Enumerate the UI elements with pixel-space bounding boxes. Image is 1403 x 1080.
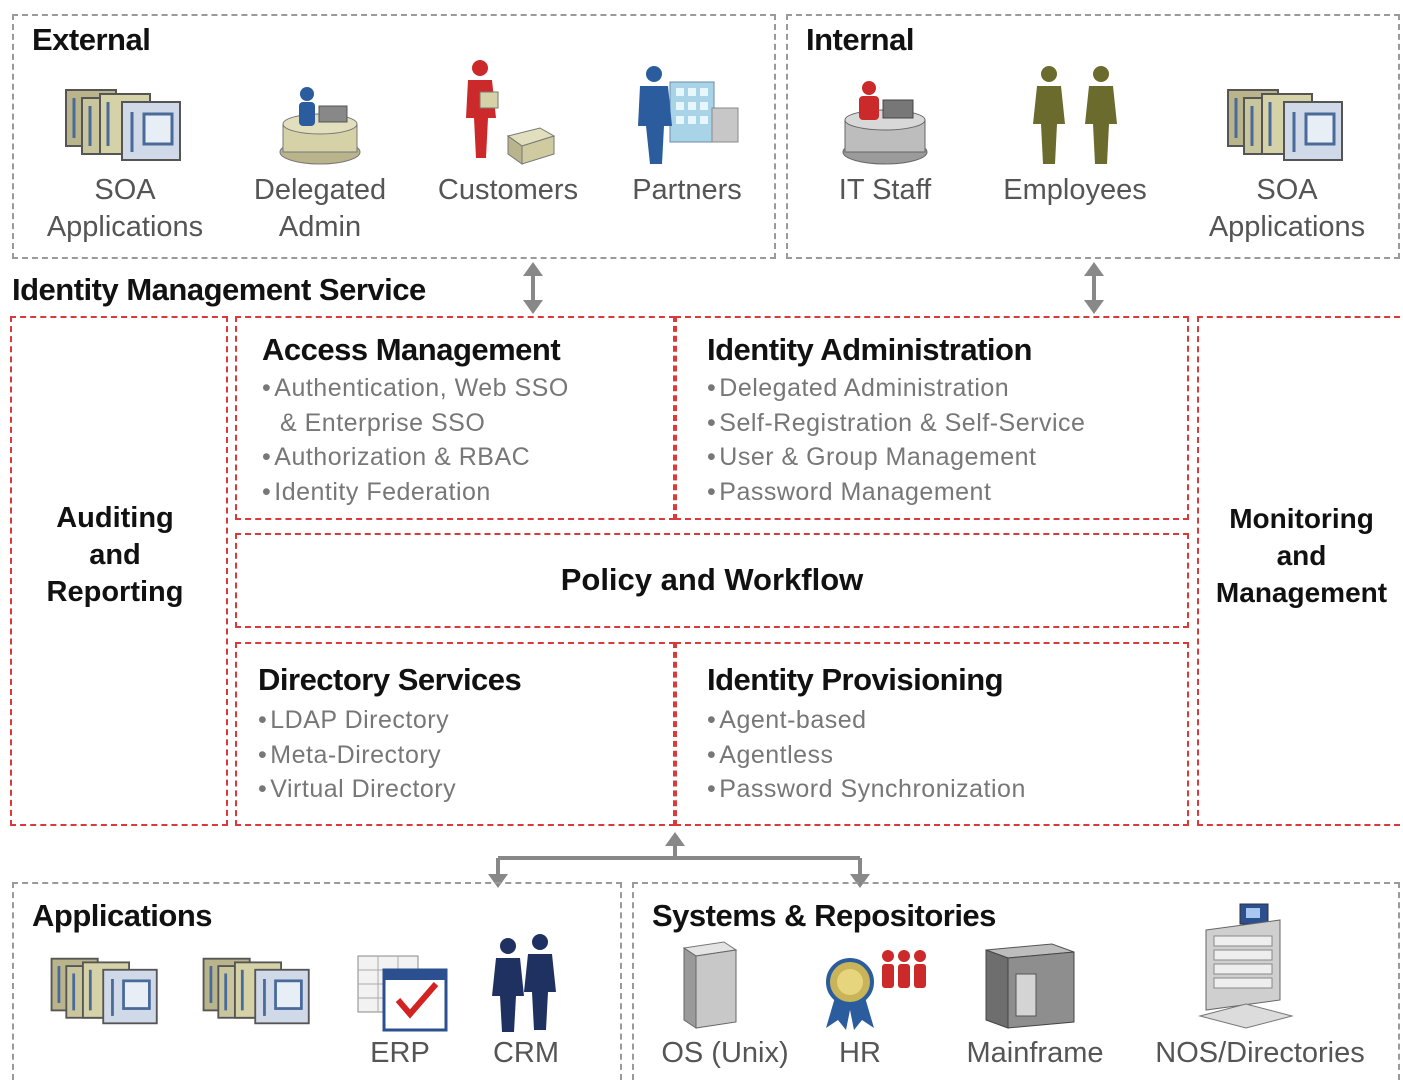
it-staff-icon	[842, 81, 928, 165]
systems-repositories-group	[632, 882, 1400, 1080]
external-soa-label-1: SOA	[94, 174, 156, 206]
internal-soa-label-1: SOA	[1256, 174, 1318, 206]
mainframe-icon	[985, 943, 1075, 1029]
external-soa-label-2: Applications	[46, 211, 204, 243]
identity-provisioning-panel	[675, 642, 1189, 826]
bullet-item: User & Group Management	[707, 440, 1085, 475]
external-title: External	[32, 22, 151, 57]
bullet-item: LDAP Directory	[258, 703, 456, 738]
os-unix-server-icon	[682, 941, 738, 1029]
erp-label: ERP	[370, 1037, 430, 1069]
customers-label: Customers	[437, 174, 579, 206]
auditing-reporting-panel	[10, 316, 228, 826]
crm-icon	[492, 934, 556, 1032]
directory-services-title: Directory Services	[258, 662, 522, 697]
directory-services-bullets: LDAP Directory Meta-Directory Virtual Di…	[258, 703, 456, 807]
delegated-admin-icon	[279, 87, 361, 165]
internal-employees: Employees	[985, 64, 1165, 209]
partners-label: Partners	[632, 174, 742, 206]
bullet-item: Identity Federation	[262, 475, 569, 510]
monitoring-line-2: and	[1276, 540, 1327, 571]
applications-title: Applications	[32, 898, 213, 933]
monitoring-line-1: Monitoring	[1229, 503, 1374, 534]
delegated-admin-label-2: Admin	[278, 211, 362, 243]
partners-icon	[638, 66, 739, 164]
internal-it-staff: IT Staff	[815, 78, 955, 209]
policy-workflow-title: Policy and Workflow	[560, 562, 864, 597]
external-delegated-admin: Delegated Admin	[240, 84, 400, 246]
bullet-item: Authentication, Web SSO	[262, 371, 569, 406]
access-management-bullets: Authentication, Web SSO & Enterprise SSO…	[262, 371, 569, 509]
internal-group	[786, 14, 1400, 259]
access-management-title: Access Management	[262, 332, 561, 367]
bullet-item: Self-Registration & Self-Service	[707, 406, 1085, 441]
delegated-admin-label-1: Delegated	[253, 174, 387, 206]
internal-soa-label-2: Applications	[1208, 211, 1366, 243]
external-soa-applications: SOA Applications	[30, 84, 220, 246]
bullet-item: Password Management	[707, 475, 1085, 510]
monitoring-management-panel	[1197, 316, 1400, 826]
applications-group	[12, 882, 622, 1080]
identity-provisioning-title: Identity Provisioning	[707, 662, 1004, 697]
hr-label: HR	[839, 1037, 881, 1069]
mainframe-label: Mainframe	[966, 1037, 1104, 1069]
external-group	[12, 14, 776, 259]
bullet-item-continued: & Enterprise SSO	[280, 408, 486, 437]
internal-soa-applications: SOA Applications	[1192, 84, 1382, 246]
bullet-item: Delegated Administration	[707, 371, 1085, 406]
external-customers: Customers	[418, 58, 598, 209]
access-management-panel	[235, 316, 675, 520]
erp-icon	[357, 955, 448, 1032]
hr-award-icon	[826, 950, 926, 1030]
bullet-item: Agent-based	[707, 703, 1026, 738]
auditing-reporting-label: Auditing and Reporting	[10, 500, 220, 611]
bullet-item: Meta-Directory	[258, 738, 456, 773]
employees-icon	[1033, 66, 1117, 164]
auditing-line-2: and	[89, 539, 141, 571]
it-staff-label: IT Staff	[838, 174, 932, 206]
identity-administration-bullets: Delegated Administration Self-Registrati…	[707, 371, 1085, 509]
service-title: Identity Management Service	[12, 272, 426, 307]
nos-directories-label: NOS/Directories	[1155, 1037, 1365, 1069]
soa-applications-icon	[65, 89, 181, 161]
nos-directories-icon	[1198, 903, 1294, 1029]
identity-administration-title: Identity Administration	[707, 332, 1032, 367]
monitoring-management-label: Monitoring and Management	[1203, 500, 1400, 611]
soa-applications-icon	[1227, 89, 1343, 161]
directory-services-panel	[235, 642, 675, 826]
external-partners: Partners	[612, 64, 762, 209]
soa-applications-icon	[50, 957, 158, 1025]
soa-applications-icon	[202, 957, 310, 1025]
identity-administration-panel	[675, 316, 1189, 520]
auditing-line-3: Reporting	[46, 576, 184, 608]
os-unix-label: OS (Unix)	[661, 1037, 789, 1069]
policy-workflow-panel	[235, 533, 1189, 628]
internal-title: Internal	[806, 22, 914, 57]
identity-provisioning-bullets: Agent-based Agentless Password Synchroni…	[707, 703, 1026, 807]
systems-repositories-title: Systems & Repositories	[652, 898, 996, 933]
bullet-item: Authorization & RBAC	[262, 440, 569, 475]
crm-label: CRM	[492, 1037, 560, 1069]
bullet-item: Virtual Directory	[258, 772, 456, 807]
bullet-item: Password Synchronization	[707, 772, 1026, 807]
monitoring-line-3: Management	[1215, 577, 1388, 608]
bullet-item: Agentless	[707, 738, 1026, 773]
auditing-line-1: Auditing	[56, 502, 174, 534]
customers-icon	[466, 60, 556, 165]
employees-label: Employees	[1003, 174, 1147, 206]
